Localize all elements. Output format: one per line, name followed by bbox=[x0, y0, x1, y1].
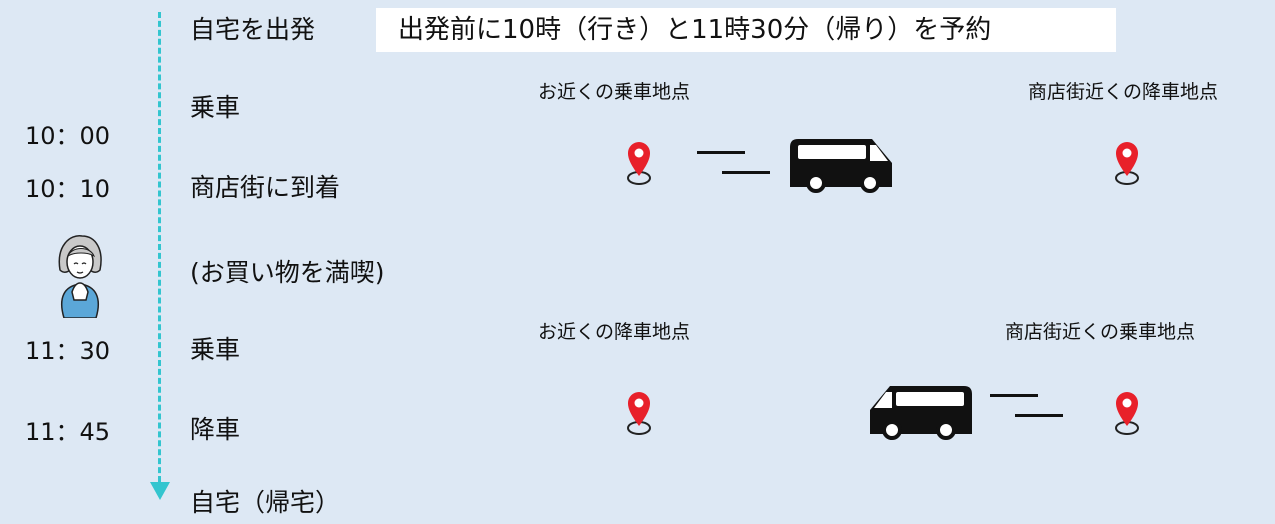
map-pin-icon bbox=[627, 392, 651, 435]
van-icon bbox=[870, 386, 972, 440]
person-icon bbox=[58, 235, 102, 318]
step-label: 降車 bbox=[190, 415, 241, 444]
return-to-label: 商店街近くの乗車地点 bbox=[1005, 321, 1196, 343]
step-label: 乗車 bbox=[190, 93, 241, 122]
return-from-label: お近くの降車地点 bbox=[538, 321, 691, 343]
map-pin-icon bbox=[1115, 142, 1139, 185]
time-label: 10：10 bbox=[25, 175, 111, 203]
van-icon bbox=[790, 139, 892, 193]
time-label: 11：30 bbox=[25, 337, 111, 365]
reservation-note: 出発前に10時（行き）と11時30分（帰り）を予約 bbox=[376, 8, 1116, 52]
motion-lines-icon bbox=[990, 394, 1063, 417]
outbound-to-label: 商店街近くの降車地点 bbox=[1028, 81, 1219, 103]
time-label: 11：45 bbox=[25, 418, 111, 446]
timeline-line bbox=[158, 12, 161, 482]
end-label: 自宅（帰宅） bbox=[190, 488, 341, 517]
timeline-arrow-icon bbox=[150, 482, 170, 500]
step-label: (お買い物を満喫) bbox=[190, 258, 385, 287]
map-pin-icon bbox=[627, 142, 651, 185]
departure-label: 自宅を出発 bbox=[190, 15, 316, 44]
outbound-from-label: お近くの乗車地点 bbox=[538, 81, 691, 103]
step-label: 乗車 bbox=[190, 335, 241, 364]
motion-lines-icon bbox=[697, 151, 770, 174]
map-pin-icon bbox=[1115, 392, 1139, 435]
time-label: 10：00 bbox=[25, 122, 111, 150]
step-label: 商店街に到着 bbox=[190, 173, 341, 202]
